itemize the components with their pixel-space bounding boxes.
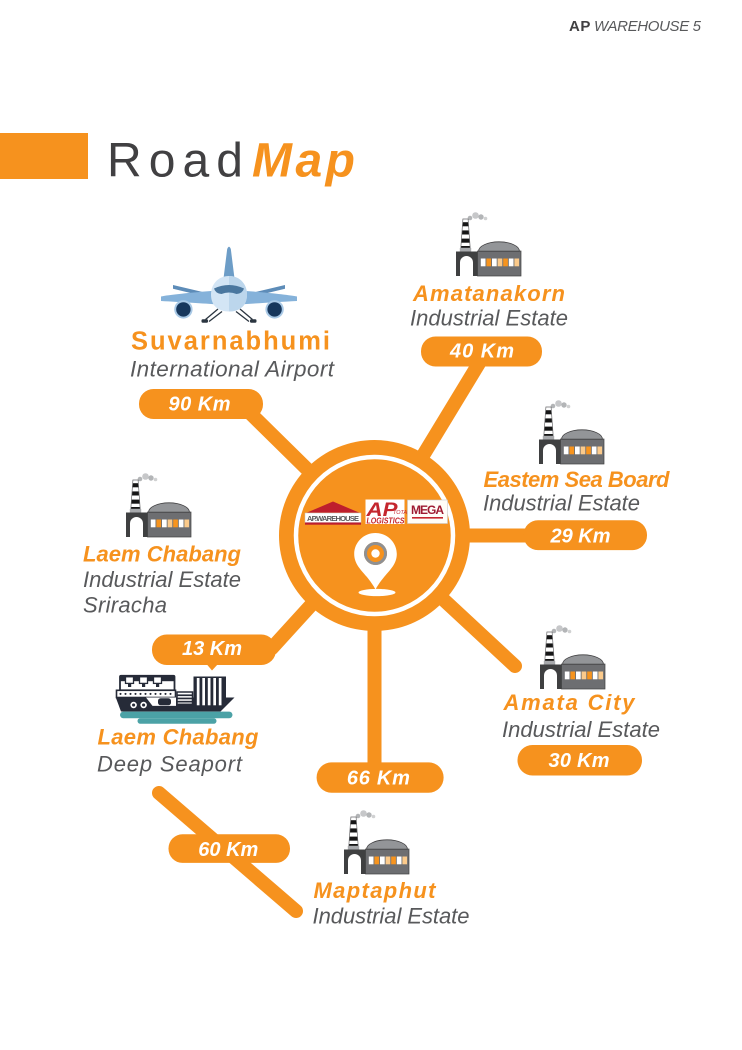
svg-text:90 Km: 90 Km — [169, 393, 231, 415]
svg-text:Amata City: Amata City — [503, 690, 637, 715]
svg-text:Road: Road — [107, 135, 243, 188]
svg-text:Industrial Estate: Industrial Estate — [83, 567, 241, 592]
svg-text:Laem Chabang: Laem Chabang — [98, 725, 260, 750]
svg-text:Laem Chabang: Laem Chabang — [83, 542, 242, 567]
svg-text:LOGISTICS: LOGISTICS — [367, 516, 405, 526]
svg-text:WAREHOUSE 5: WAREHOUSE 5 — [594, 18, 702, 35]
svg-text:AP.WAREHOUSE: AP.WAREHOUSE — [307, 514, 359, 523]
svg-text:60 Km: 60 Km — [198, 839, 258, 861]
svg-text:Industrial Estate: Industrial Estate — [483, 491, 640, 516]
svg-text:AP: AP — [365, 500, 398, 521]
svg-text:Deep Seaport: Deep Seaport — [97, 752, 243, 777]
svg-text:Amatanakorn: Amatanakorn — [412, 281, 565, 306]
svg-text:30 Km: 30 Km — [549, 750, 610, 772]
svg-text:Industrial Estate: Industrial Estate — [502, 717, 660, 742]
svg-text:Industrial Estate: Industrial Estate — [313, 904, 470, 929]
svg-text:MEGA: MEGA — [411, 503, 444, 517]
svg-text:Suvarnabhumi: Suvarnabhumi — [131, 328, 330, 356]
svg-text:Eastem Sea Board: Eastem Sea Board — [484, 467, 671, 492]
svg-text:Sriracha: Sriracha — [83, 593, 167, 618]
svg-text:Maptaphut: Maptaphut — [314, 878, 438, 903]
svg-text:13 Km: 13 Km — [182, 638, 242, 660]
svg-text:TOTAL: TOTAL — [393, 510, 410, 516]
svg-text:AP: AP — [569, 18, 591, 35]
svg-text:International Airport: International Airport — [130, 357, 336, 382]
svg-text:40 Km: 40 Km — [449, 341, 514, 363]
svg-text:66 Km: 66 Km — [347, 767, 410, 789]
svg-text:Map: Map — [252, 135, 355, 188]
svg-text:Industrial Estate: Industrial Estate — [410, 306, 568, 331]
svg-text:29 Km: 29 Km — [550, 526, 611, 548]
